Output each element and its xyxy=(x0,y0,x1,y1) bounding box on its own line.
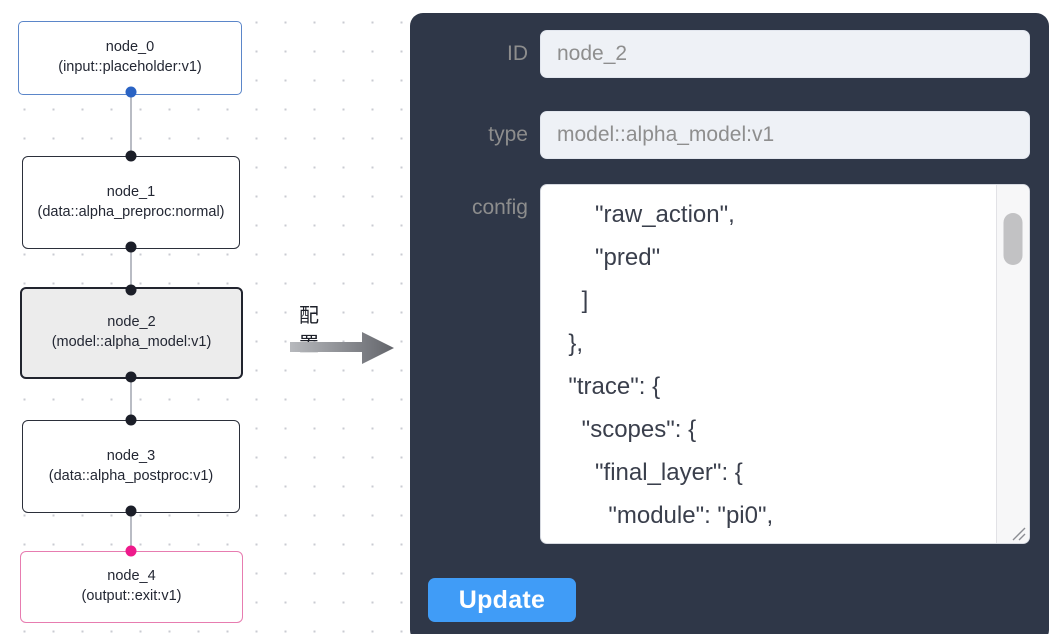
graph-node-node_3[interactable]: node_3 (data::alpha_postproc:v1) xyxy=(22,420,240,513)
config-textarea-content: "raw_action", "pred" ] }, "trace": { "sc… xyxy=(568,201,774,529)
update-button[interactable]: Update xyxy=(428,578,576,622)
port-node_1-output[interactable] xyxy=(125,241,137,253)
config-textarea[interactable]: "raw_action", "pred" ] }, "trace": { "sc… xyxy=(540,184,1030,544)
graph-node-node_2[interactable]: node_2 (model::alpha_model:v1) xyxy=(20,287,243,379)
graph-node-node_4[interactable]: node_4 (output::exit:v1) xyxy=(20,551,243,623)
graph-node-label: node_1 (data::alpha_preproc:normal) xyxy=(37,183,225,220)
config-scrollbar-thumb[interactable] xyxy=(1003,213,1023,265)
port-node_1-input[interactable] xyxy=(125,150,137,162)
graph-node-node_0[interactable]: node_0 (input::placeholder:v1) xyxy=(18,21,242,95)
port-node_2-output[interactable] xyxy=(125,371,137,383)
edge-node0-node1 xyxy=(130,90,132,160)
edge-node1-node2 xyxy=(130,245,132,293)
edge-node3-node4 xyxy=(130,509,132,557)
type-input[interactable] xyxy=(540,111,1030,159)
port-node_3-output[interactable] xyxy=(125,505,137,517)
type-field-label: type xyxy=(488,123,528,146)
right-arrow-icon xyxy=(290,332,394,364)
graph-node-label: node_0 (input::placeholder:v1) xyxy=(58,39,202,75)
port-node_2-input[interactable] xyxy=(125,284,137,296)
graph-node-label: node_3 (data::alpha_postproc:v1) xyxy=(48,447,214,484)
field-row-id: ID xyxy=(410,30,1030,78)
resize-handle-icon[interactable] xyxy=(1008,523,1026,541)
graph-node-label: node_2 (model::alpha_model:v1) xyxy=(51,314,212,350)
port-node_4-input[interactable] xyxy=(125,545,137,557)
id-field-wrapper xyxy=(540,30,1030,78)
node-config-panel: ID type config "raw_action", "pred" ] },… xyxy=(410,13,1049,643)
type-field-wrapper xyxy=(540,111,1030,159)
config-field-label: config xyxy=(471,196,528,219)
port-node_0-output[interactable] xyxy=(125,86,137,98)
graph-node-label: node_4 (output::exit:v1) xyxy=(81,568,182,604)
graph-node-node_1[interactable]: node_1 (data::alpha_preproc:normal) xyxy=(22,156,240,249)
field-row-type: type xyxy=(410,111,1030,159)
id-field-label: ID xyxy=(507,42,528,65)
config-scrollbar[interactable] xyxy=(996,185,1029,543)
id-input[interactable] xyxy=(540,30,1030,78)
edge-node2-node3 xyxy=(130,375,132,425)
page-bottom-edge xyxy=(0,634,1062,643)
port-node_3-input[interactable] xyxy=(125,414,137,426)
